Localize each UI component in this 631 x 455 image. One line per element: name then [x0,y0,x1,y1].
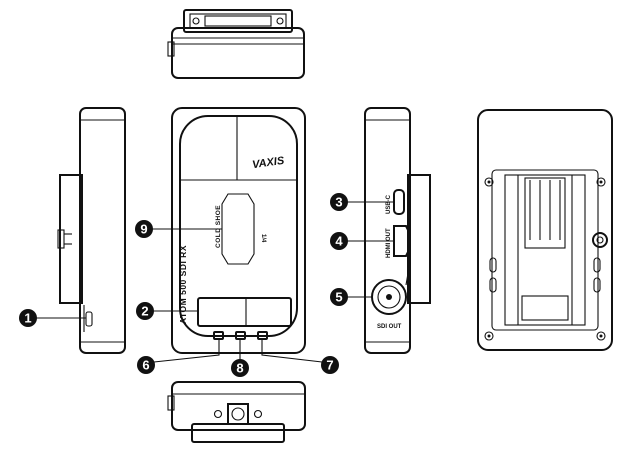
right-side-view: USB-C HDMI OUT SDI OUT [364,107,431,354]
usb-c-label: USB-C [386,194,392,214]
cold-shoe-label: COLD SHOE [215,205,222,248]
callout-4: 4 [330,232,348,250]
svg-text:7: 7 [326,358,333,373]
svg-text:5: 5 [335,290,342,305]
svg-text:1: 1 [24,311,31,326]
callout-leaders [36,201,394,363]
back-view [477,109,613,351]
svg-text:8: 8 [236,361,243,376]
callout-2: 2 [136,302,154,320]
front-view: VAXIS COLD SHOE 1/4 ATOM 500 SDI RX [171,107,306,354]
svg-text:4: 4 [335,234,343,249]
callout-3: 3 [330,193,348,211]
svg-text:2: 2 [141,304,148,319]
callout-7: 7 [321,356,339,374]
callout-1: 1 [19,309,37,327]
brand-logo: VAXIS [251,155,285,171]
model-name-label: ATOM 500 SDI RX [178,245,188,324]
top-view [167,9,305,79]
svg-text:6: 6 [142,358,149,373]
callout-8: 8 [231,359,249,377]
callout-5: 5 [330,288,348,306]
bottom-view [167,381,306,443]
thread-label: 1/4 [260,234,266,243]
sdi-out-label: SDI OUT [377,324,402,330]
left-side-view [57,107,126,354]
callout-6: 6 [137,356,155,374]
svg-text:3: 3 [335,195,342,210]
hdmi-out-label: HDMI OUT [386,228,392,258]
callout-9: 9 [135,220,153,238]
svg-text:9: 9 [140,222,147,237]
